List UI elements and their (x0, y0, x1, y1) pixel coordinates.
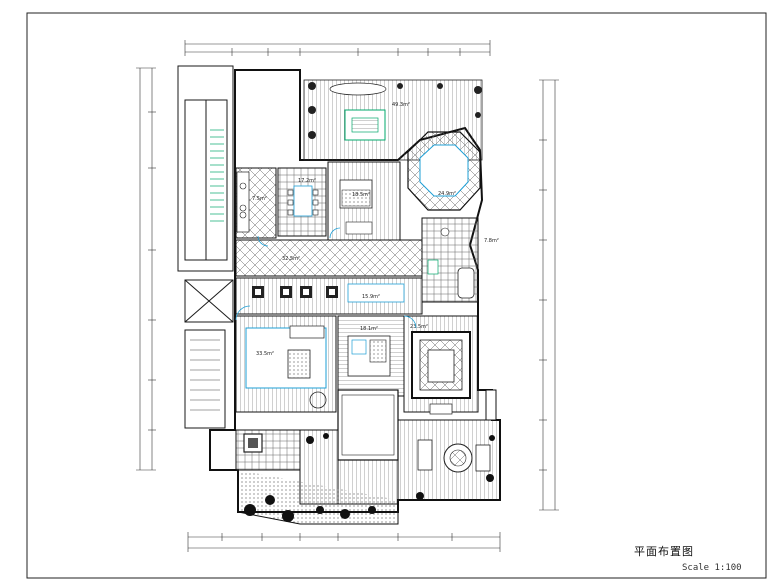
room-label: 33.5m² (256, 351, 274, 357)
room-label: 32.5m² (282, 256, 300, 262)
dimension-right (539, 79, 559, 511)
kitchen: 7.5m² (235, 167, 277, 239)
stair-core (177, 65, 234, 429)
octagon-room: 24.9m² (407, 131, 481, 211)
study: 18.1m² (337, 315, 405, 397)
room-label: 18.1m² (360, 326, 378, 332)
title-block: 平面布置图 Scale 1:100 (618, 540, 768, 578)
room-label: 24.9m² (438, 191, 456, 197)
lower-right-terrace (397, 419, 501, 501)
dimension-top (184, 40, 491, 56)
sheet-frame (26, 12, 767, 579)
room-label: 18.5m² (352, 192, 370, 198)
room-label: 7.8m² (484, 238, 499, 244)
dimension-bottom (187, 532, 501, 552)
bedroom-upper: 18.5m² (327, 161, 401, 241)
bottom-garden (237, 433, 495, 525)
room-label: 49.3m² (392, 102, 410, 108)
room-label: 15.9m² (362, 294, 380, 300)
drawing-title: 平面布置图 (634, 545, 694, 558)
room-label: 7.5m² (252, 196, 267, 202)
living-room: 33.5m² (235, 315, 337, 413)
room-label: 23.5m² (410, 324, 428, 330)
drawing-scale: Scale 1:100 (682, 563, 742, 573)
master-bedroom: 23.5m² (403, 315, 479, 415)
dining: 17.2m² (277, 167, 327, 237)
balcony-detail (485, 389, 497, 421)
door-swings (235, 227, 417, 329)
room-label: 17.2m² (298, 178, 316, 184)
dimension-left (136, 67, 156, 471)
bathroom-right: 7.8m² (421, 217, 499, 303)
hall-mid: 15.9m² (235, 277, 423, 315)
